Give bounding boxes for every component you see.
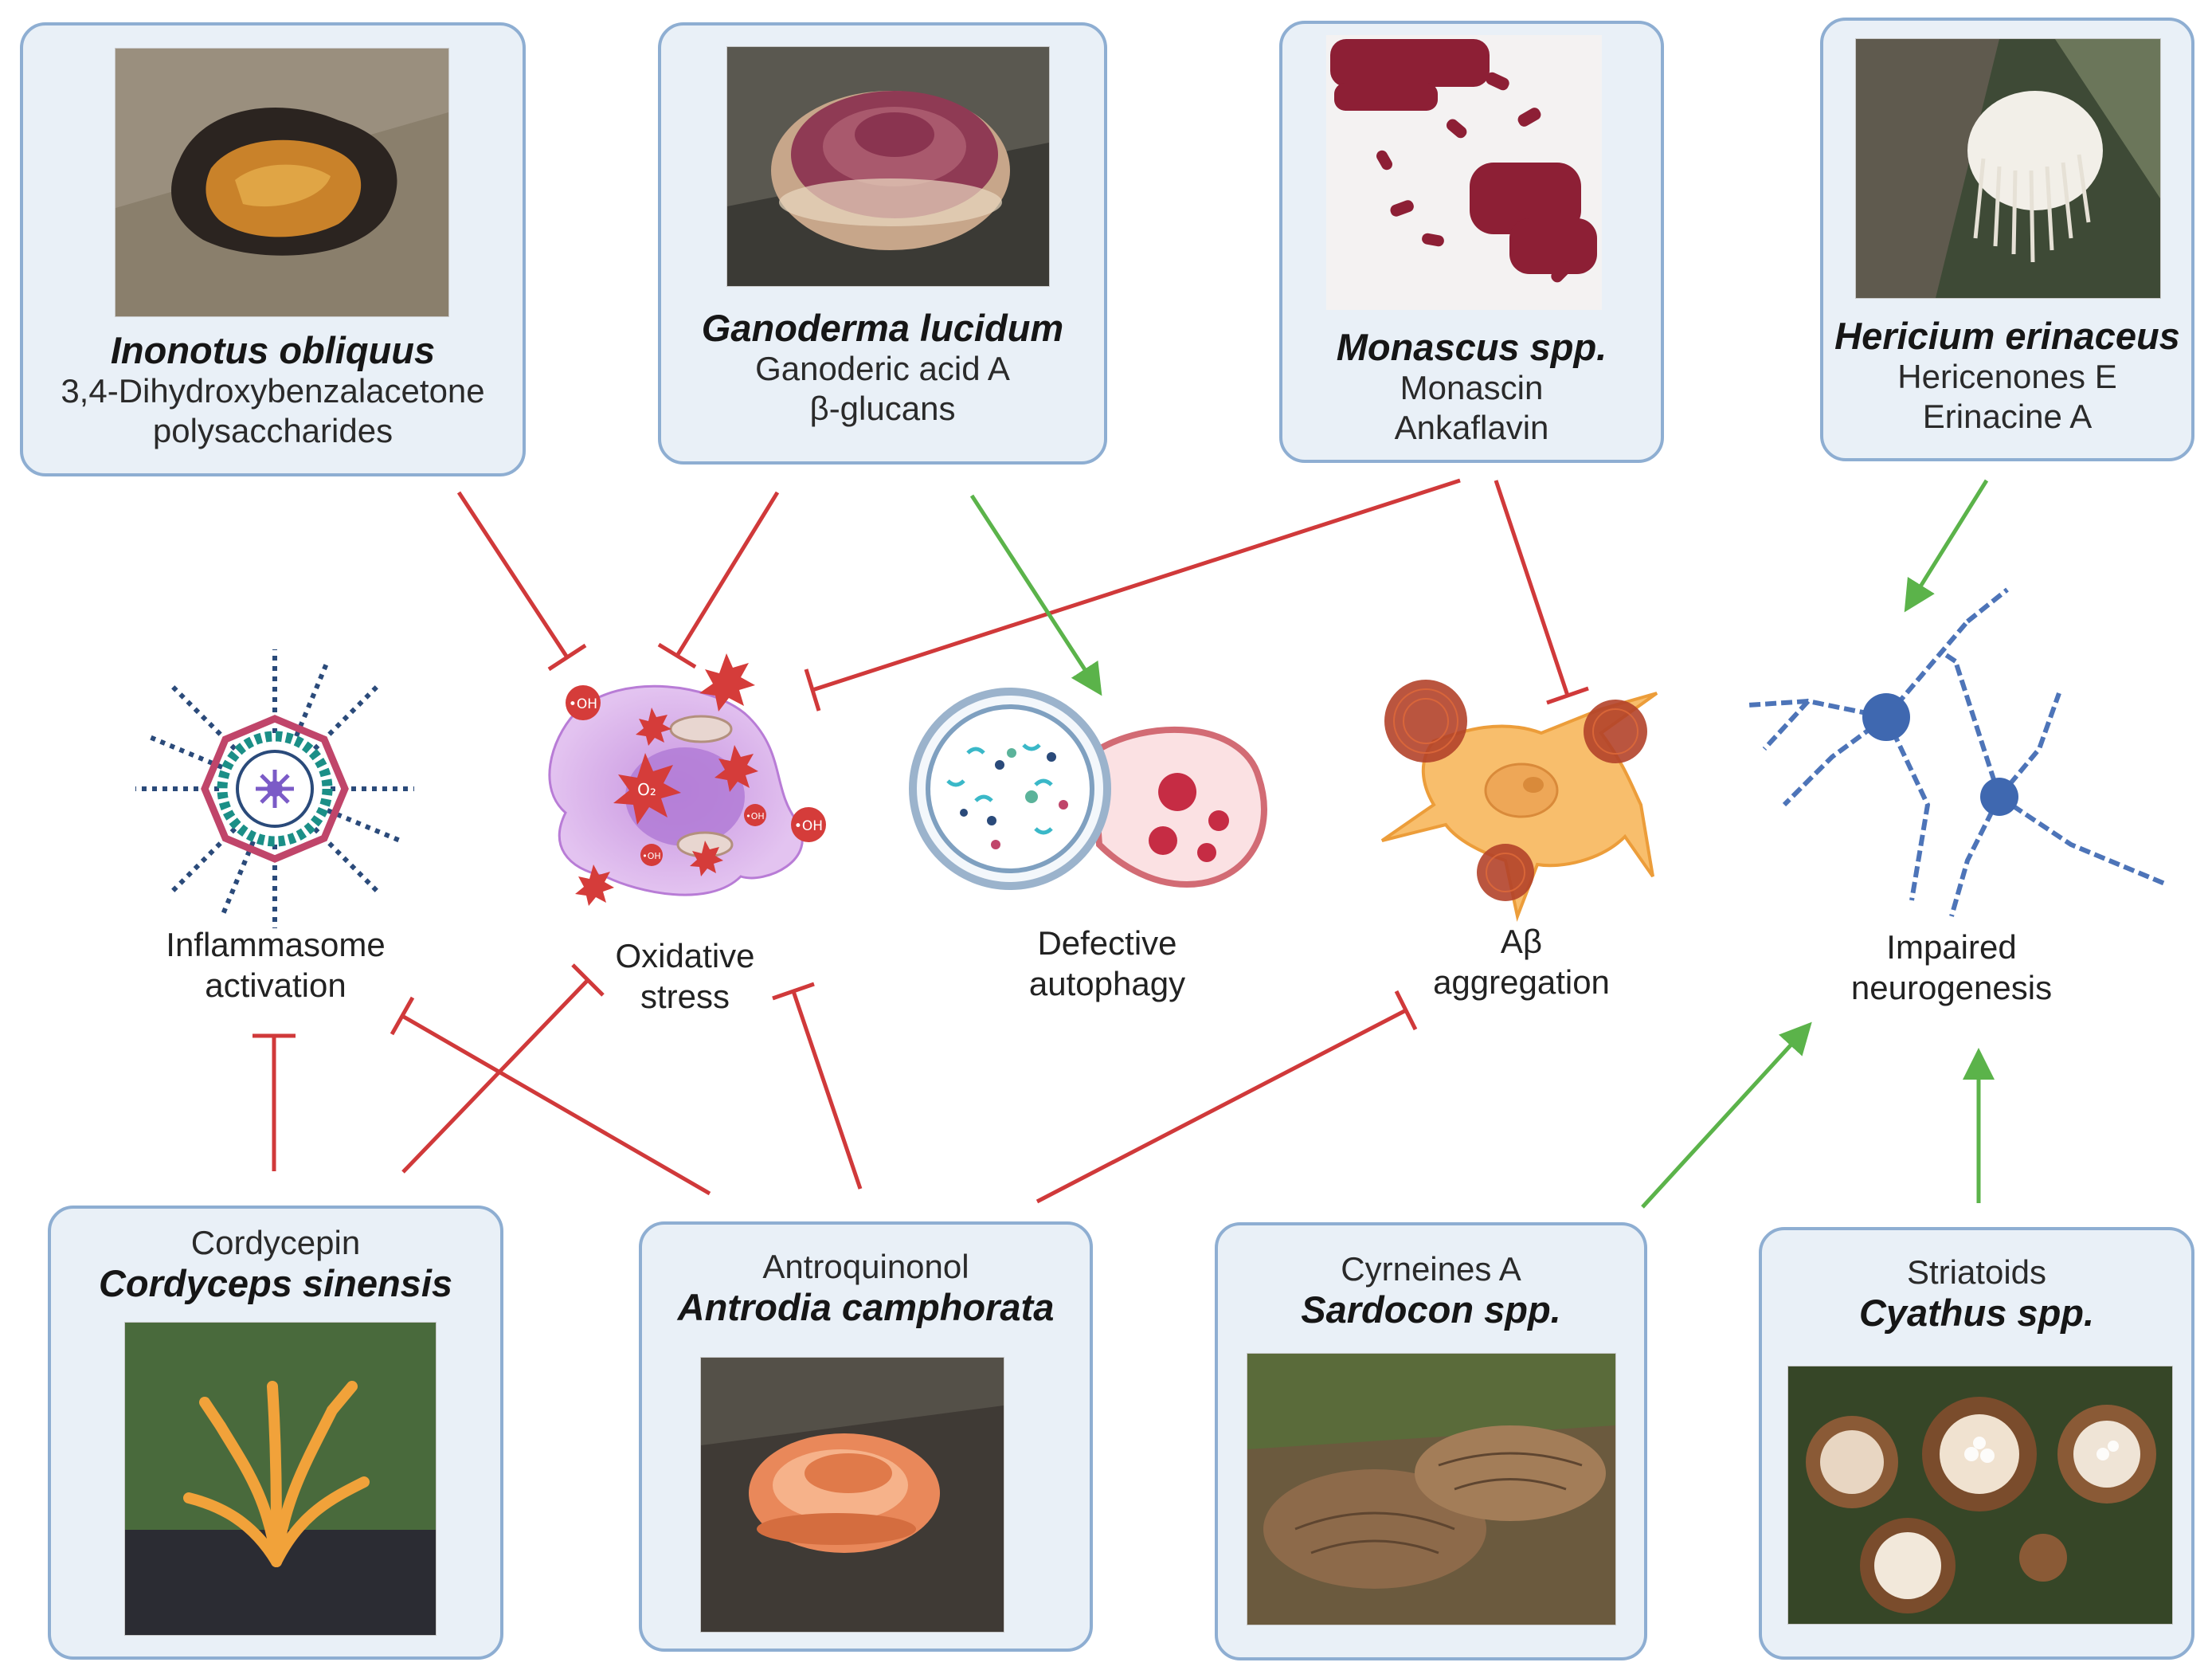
species-cordyceps: Cordyceps sinensis bbox=[98, 1262, 453, 1304]
compound-ganoderma-1: Ganoderic acid A bbox=[755, 350, 1010, 387]
card-antrodia-camphorata: Antroquinonol Antrodia camphorata bbox=[639, 1221, 1093, 1652]
process-neurogenesis-line1: Impaired bbox=[1886, 928, 2017, 966]
monascus-photo bbox=[1326, 35, 1602, 310]
process-autophagy-line1: Defective bbox=[1037, 924, 1177, 962]
ganoderma-photo bbox=[726, 46, 1050, 287]
inhibit-monascus-oxidative bbox=[804, 478, 1461, 712]
card-cyathus: Striatoids Cyathus spp. bbox=[1759, 1227, 2194, 1660]
svg-text:•OH: •OH bbox=[794, 818, 823, 834]
inhibit-antrodia-inflammasome bbox=[390, 996, 711, 1196]
compound-inonotus-1: 3,4-Dihydroxybenzalacetone bbox=[61, 372, 485, 410]
process-abeta-label: Aβ aggregation bbox=[1402, 921, 1641, 1002]
process-autophagy-line2: autophagy bbox=[1028, 965, 1186, 1002]
compound-sardocon: Cyrneines A bbox=[1341, 1250, 1521, 1288]
svg-text:O₂: O₂ bbox=[637, 780, 656, 799]
card-cordyceps-sinensis: Cordycepin Cordyceps sinensis bbox=[48, 1206, 503, 1660]
inhibit-inonotus-oxidative bbox=[456, 491, 587, 672]
inonotus-photo bbox=[115, 48, 449, 317]
species-monascus: Monascus spp. bbox=[1336, 326, 1607, 368]
process-abeta-line2: aggregation bbox=[1433, 963, 1610, 1001]
process-oxidative-line2: stress bbox=[640, 978, 730, 1015]
inhibit-monascus-abeta bbox=[1494, 480, 1589, 705]
autophagy-icon bbox=[909, 688, 1267, 890]
process-abeta-line1: Aβ bbox=[1500, 923, 1543, 960]
compound-cordyceps: Cordycepin bbox=[190, 1224, 361, 1261]
compound-monascus-2: Ankaflavin bbox=[1394, 409, 1549, 446]
svg-text:•OH: •OH bbox=[569, 696, 597, 712]
inflammasome-icon bbox=[135, 649, 414, 928]
inhibit-cordyceps-oxidative bbox=[401, 963, 605, 1174]
inhibit-ganoderma-oxidative bbox=[657, 491, 780, 669]
inhibit-cordyceps-inflammasome bbox=[253, 1033, 296, 1171]
process-inflammasome-label: Inflammasome activation bbox=[140, 924, 411, 1006]
compound-hericium-1: Hericenones E bbox=[1897, 358, 2117, 395]
svg-text:•OH: •OH bbox=[642, 851, 660, 861]
promote-ganoderma-autophagy bbox=[969, 494, 1102, 696]
cordyceps-photo bbox=[124, 1322, 437, 1636]
process-inflammasome-line1: Inflammasome bbox=[166, 926, 386, 963]
neuron-icon bbox=[1748, 587, 2168, 917]
abeta-cell-icon bbox=[1380, 680, 1658, 922]
compound-hericium-2: Erinacine A bbox=[1922, 398, 2093, 435]
hericium-photo bbox=[1855, 38, 2161, 299]
species-hericium: Hericium erinaceus bbox=[1834, 315, 2180, 357]
process-neurogenesis-label: Impaired neurogenesis bbox=[1832, 927, 2071, 1008]
card-ganoderma-lucidum: Ganoderma lucidum Ganoderic acid A β-glu… bbox=[658, 22, 1107, 465]
antrodia-photo bbox=[700, 1357, 1004, 1633]
inhibit-antrodia-abeta bbox=[1036, 990, 1418, 1204]
inhibit-antrodia-oxidative bbox=[772, 982, 863, 1190]
process-autophagy-label: Defective autophagy bbox=[988, 923, 1227, 1004]
card-sardocon: Cyrneines A Sardocon spp. bbox=[1215, 1222, 1647, 1660]
species-ganoderma: Ganoderma lucidum bbox=[701, 307, 1064, 349]
hydroxyl-radical-icon bbox=[566, 685, 826, 866]
compound-cyathus: Striatoids bbox=[1906, 1253, 2047, 1291]
species-cyathus: Cyathus spp. bbox=[1858, 1292, 2095, 1334]
superoxide-star-icon: O₂ bbox=[613, 753, 681, 825]
process-neurogenesis-line2: neurogenesis bbox=[1850, 969, 2053, 1006]
process-inflammasome-line2: activation bbox=[205, 966, 346, 1004]
compound-ganoderma-2: β-glucans bbox=[809, 390, 956, 427]
compound-antrodia: Antroquinonol bbox=[762, 1248, 969, 1285]
species-antrodia: Antrodia camphorata bbox=[677, 1286, 1055, 1328]
promote-hericium-neurogenesis bbox=[1904, 479, 1989, 613]
compound-inonotus-2: polysaccharides bbox=[152, 412, 393, 449]
compound-monascus-1: Monascin bbox=[1400, 369, 1544, 406]
svg-text:•OH: •OH bbox=[746, 811, 764, 821]
card-inonotus-obliquus: Inonotus obliquus 3,4-Dihydroxybenzalace… bbox=[20, 22, 526, 476]
card-monascus: Monascus spp. Monascin Ankaflavin bbox=[1279, 21, 1664, 463]
neuron-soma-icon bbox=[1862, 693, 2018, 816]
species-inonotus: Inonotus obliquus bbox=[110, 329, 436, 371]
oxidative-stress-cell-icon: O₂ •OH •OH •OH •OH bbox=[548, 653, 826, 906]
card-hericium-erinaceus: Hericium erinaceus Hericenones E Erinaci… bbox=[1820, 18, 2194, 461]
cyathus-photo bbox=[1787, 1366, 2173, 1625]
process-oxidative-label: Oxidative stress bbox=[574, 935, 797, 1017]
sardocon-photo bbox=[1247, 1353, 1616, 1625]
process-oxidative-line1: Oxidative bbox=[615, 937, 755, 974]
species-sardocon: Sardocon spp. bbox=[1301, 1288, 1561, 1331]
promote-sardocon-neurogenesis bbox=[1641, 1021, 1812, 1209]
